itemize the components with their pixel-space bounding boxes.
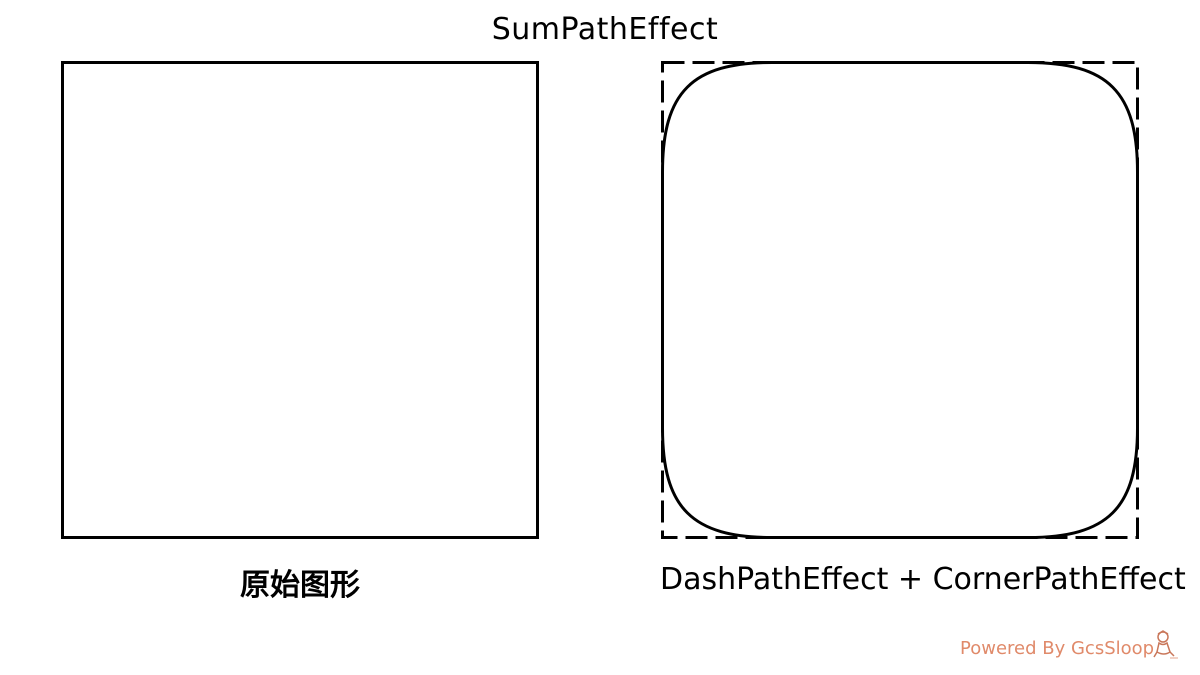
dashed-square	[661, 61, 1139, 539]
rounded-square	[661, 61, 1139, 539]
gcssloop-logo-icon	[1153, 630, 1178, 659]
original-square	[61, 61, 539, 539]
original-shape-caption: 原始图形	[240, 568, 360, 603]
page-title: SumPathEffect	[491, 12, 719, 47]
credit-text: Powered By GcsSloop	[960, 638, 1155, 659]
combined-effect-caption: DashPathEffect + CornerPathEffect	[660, 562, 1186, 597]
